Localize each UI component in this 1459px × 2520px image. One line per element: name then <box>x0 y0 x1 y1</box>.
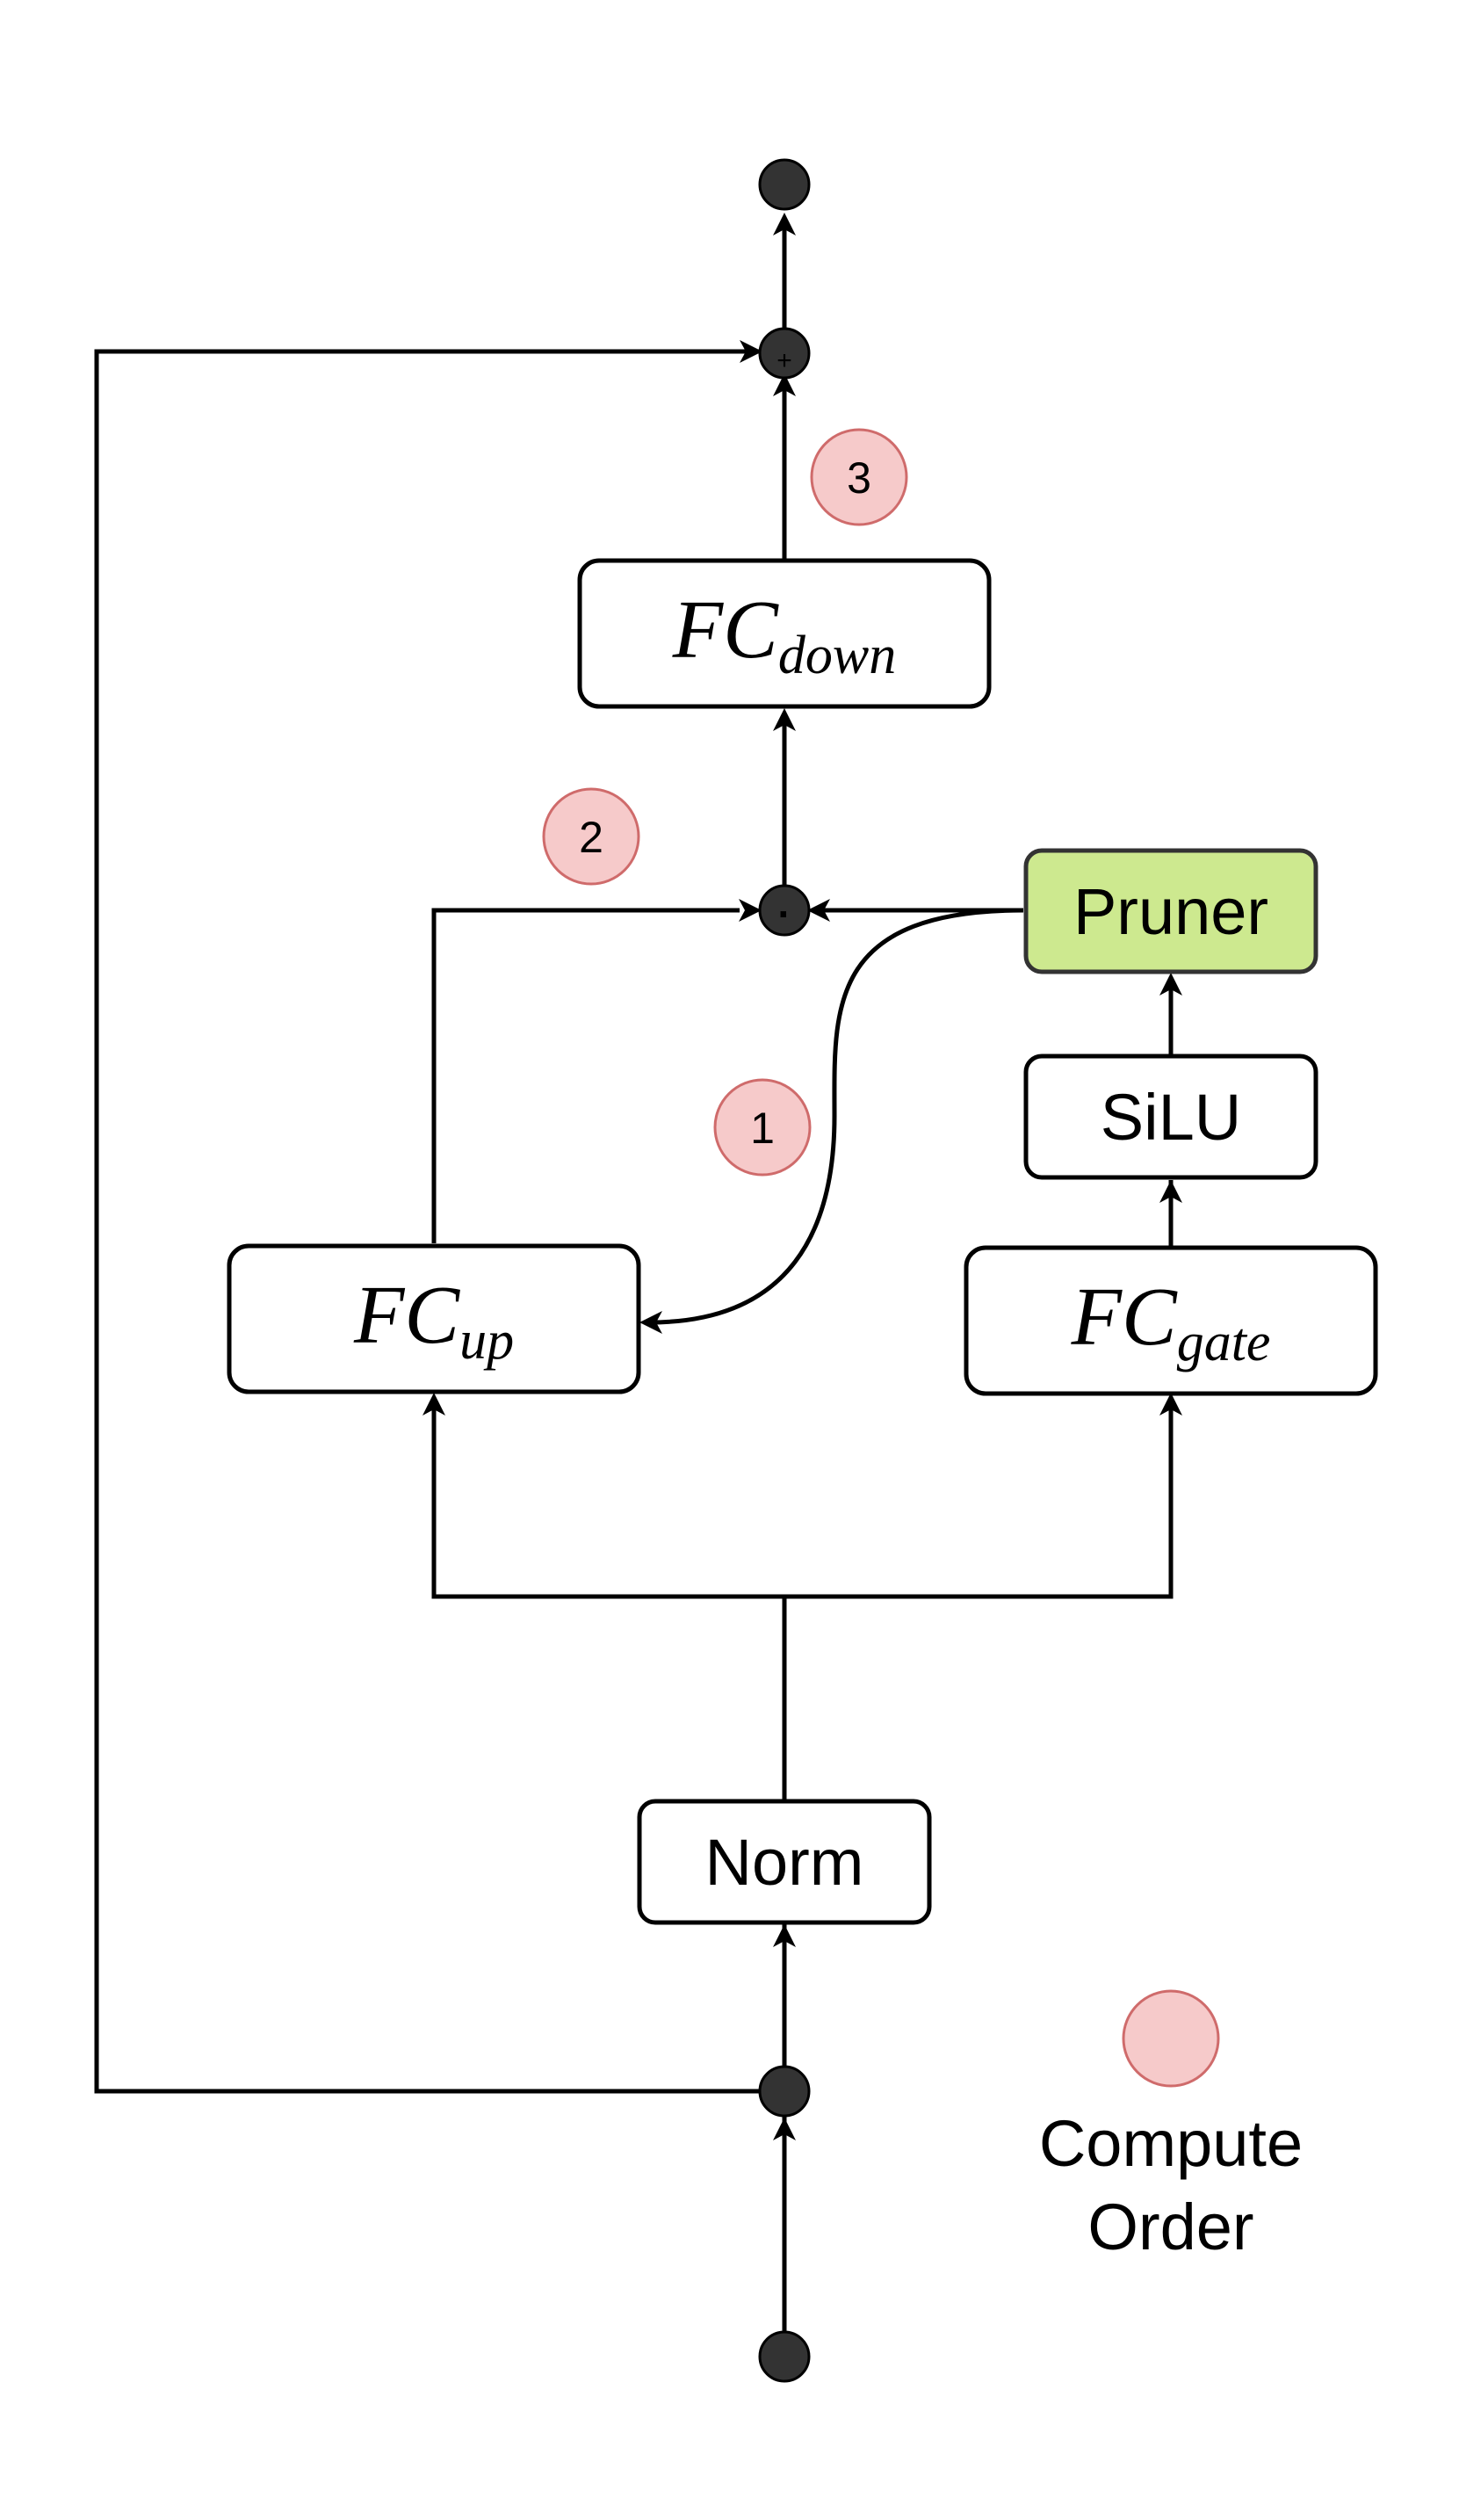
compute-order-step-1: 1 <box>713 1078 812 1177</box>
edge-pruner-to-fc-up <box>649 908 1024 1325</box>
arrowhead-into-fc-down <box>773 708 796 731</box>
pruner-label: Pruner <box>1073 875 1268 948</box>
order-number-1: 1 <box>750 1104 775 1153</box>
arrowhead-into-fc-up-curve <box>639 1311 662 1334</box>
nodes: + · <box>758 158 811 2383</box>
edge-junction-to-fc-up <box>431 1404 784 1599</box>
edge-fc-up-to-mul <box>431 908 740 1243</box>
arrowhead-into-add-from-below <box>773 373 796 396</box>
arrowhead-into-norm <box>773 1924 796 1947</box>
residual-add-node <box>758 327 811 380</box>
norm-block: Norm <box>637 1799 932 1925</box>
fc-gate-block: FCgate <box>964 1245 1378 1396</box>
legend-marker <box>1122 1989 1220 2088</box>
arrowhead-mul-from-right <box>807 899 830 922</box>
fc-gate-label: FCgate <box>1071 1271 1271 1372</box>
order-marker-2 <box>542 787 640 886</box>
legend: Compute Order <box>1039 1989 1303 2263</box>
residual-add-symbol: + <box>776 346 792 375</box>
compute-order-markers: 3 2 1 <box>542 428 908 1177</box>
arrowhead-into-output <box>773 213 796 235</box>
fc-up-label: FCup <box>353 1270 514 1371</box>
elementwise-mul-node <box>758 884 811 937</box>
elementwise-mul-symbol: · <box>777 891 791 937</box>
connections <box>94 221 1174 2344</box>
arrowhead-into-silu <box>1159 1180 1182 1203</box>
pruner-block: Pruner <box>1023 848 1318 974</box>
arrowhead-into-pruner <box>1159 973 1182 996</box>
compute-order-step-3: 3 <box>810 428 908 526</box>
norm-label: Norm <box>705 1826 864 1899</box>
order-marker-1 <box>713 1078 812 1177</box>
fc-down-block: FCdown <box>577 558 992 709</box>
order-number-3: 3 <box>847 453 871 503</box>
legend-line-1: Compute <box>1039 2107 1303 2180</box>
arrowhead-into-split <box>773 2118 796 2140</box>
fc-down-box <box>577 558 992 709</box>
fc-down-label: FCdown <box>672 584 896 685</box>
order-number-2: 2 <box>579 813 603 862</box>
fc-gate-box <box>964 1245 1378 1396</box>
edge-junction-to-fc-gate <box>784 1404 1174 1599</box>
arrowhead-into-add-from-left <box>740 340 762 363</box>
pruner-box <box>1023 848 1318 974</box>
arrowhead-mul-from-left <box>739 899 762 922</box>
edge-residual-skip <box>94 349 762 2094</box>
input-node <box>758 2330 811 2383</box>
arrowheads <box>423 213 1182 2140</box>
silu-label: SiLU <box>1101 1081 1241 1154</box>
silu-block: SiLU <box>1023 1054 1318 1180</box>
silu-box <box>1023 1054 1318 1180</box>
legend-line-2: Order <box>1087 2191 1253 2263</box>
arrowhead-into-fc-up <box>423 1393 445 1416</box>
norm-box <box>637 1799 932 1925</box>
output-node <box>758 158 811 211</box>
compute-order-step-2: 2 <box>542 787 640 886</box>
fc-up-block: FCup <box>227 1243 641 1394</box>
arrowhead-into-fc-gate <box>1159 1393 1182 1416</box>
residual-split-node <box>758 2065 811 2118</box>
order-marker-3 <box>810 428 908 526</box>
fc-up-box <box>227 1243 641 1394</box>
